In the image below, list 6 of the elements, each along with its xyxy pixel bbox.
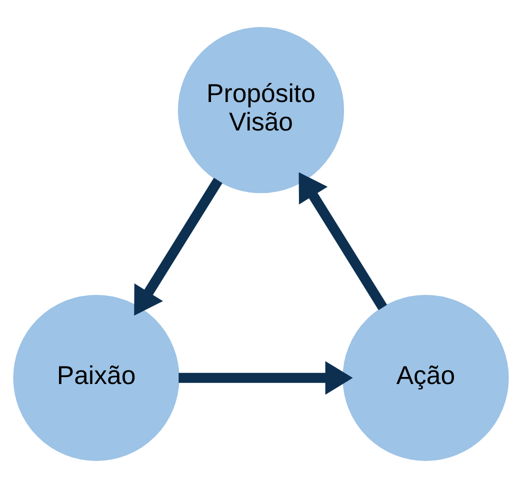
node-circle: Propósito Visão [178,26,344,193]
arrow [134,177,222,316]
arrow [178,360,353,394]
node-circle: Ação [342,294,509,460]
arrow [298,172,388,310]
node-circle: Paixão [13,294,180,460]
